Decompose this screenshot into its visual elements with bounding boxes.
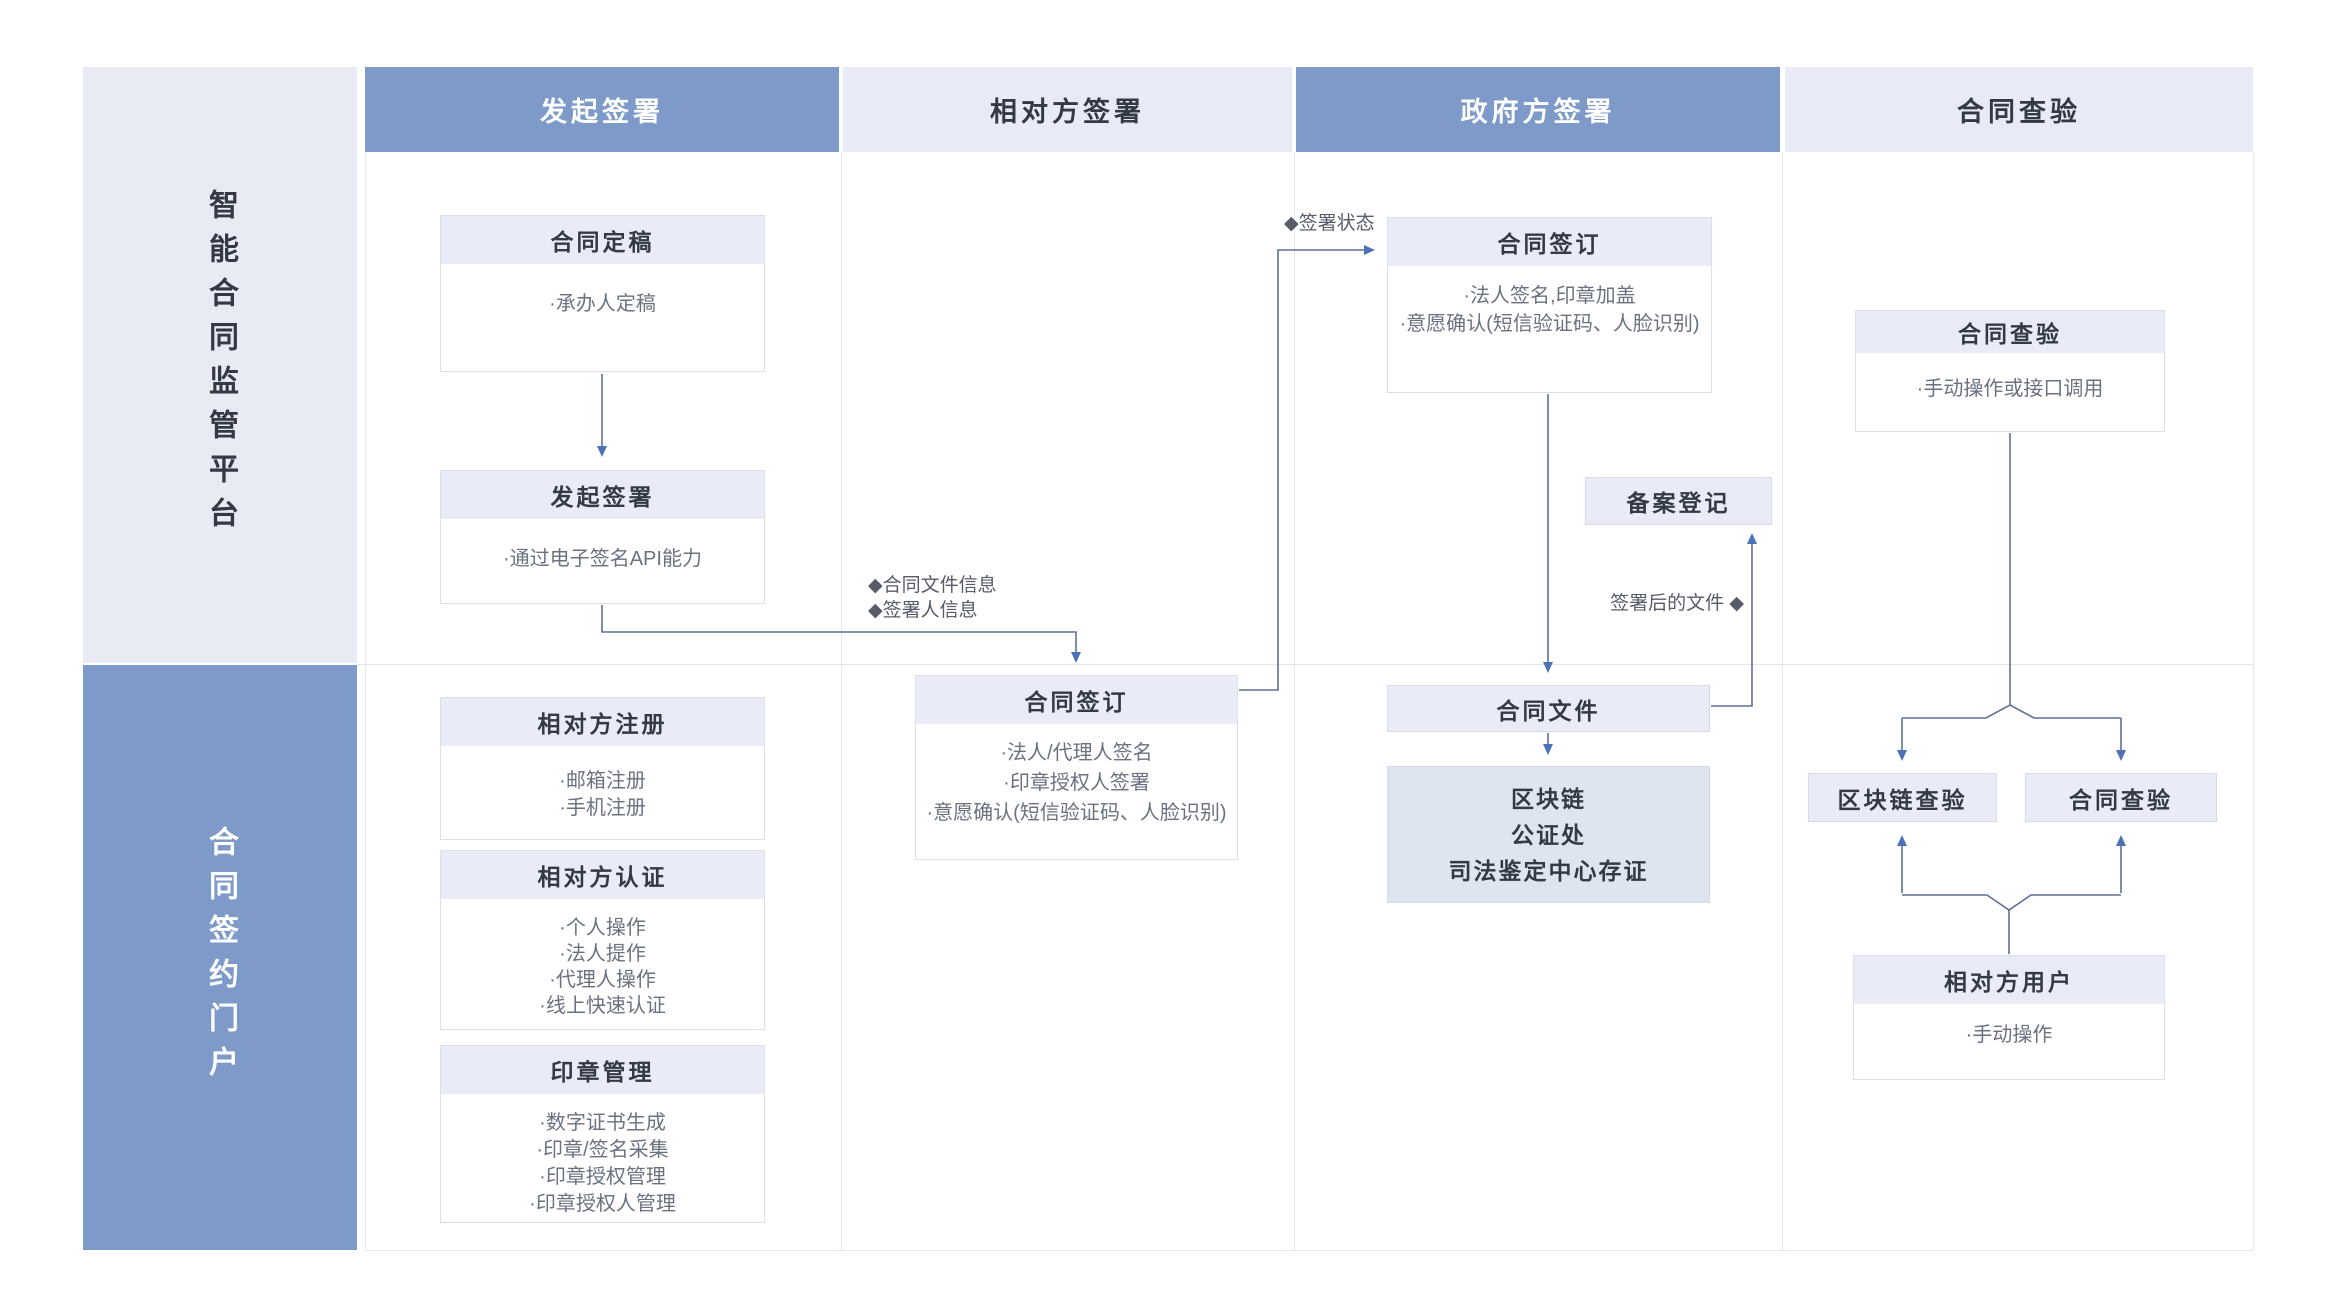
node-line: ·数字证书生成 — [539, 1112, 666, 1134]
node-line: ·承办人定稿 — [549, 293, 656, 315]
node-line: ·手动操作或接口调用 — [1916, 378, 2104, 400]
edge-label-signed-file: 签署后的文件 ◆ — [1610, 593, 1744, 614]
node-line: ·手机注册 — [559, 797, 646, 819]
node-counterparty-register: 相对方注册 ·邮箱注册 ·手机注册 — [440, 697, 765, 840]
node-counterparty-register-title: 相对方注册 — [441, 698, 764, 746]
row-label-platform-text: 智能合同监管平台 — [204, 189, 237, 541]
grid-line-col3-left — [1294, 152, 1295, 1250]
node-evidence-store: 区块链 公证处 司法鉴定中心存证 — [1387, 766, 1710, 903]
row-label-portal: 合同签约门户 — [83, 665, 357, 1250]
connector-signstatus-to-gov-sign — [1239, 245, 1375, 691]
node-counterparty-sign-body: ·法人/代理人签名 ·印章授权人签署 ·意愿确认(短信验证码、人脸识别) — [916, 724, 1237, 828]
node-counterparty-auth: 相对方认证 ·个人操作 ·法人提作 ·代理人操作 ·线上快速认证 — [440, 850, 765, 1030]
node-contract-file: 合同文件 — [1387, 685, 1710, 732]
node-contract-verify-main: 合同查验 ·手动操作或接口调用 — [1855, 310, 2165, 432]
connector-verify-fork-brace — [1902, 704, 2121, 719]
node-counterparty-user-body: ·手动操作 — [1854, 1004, 2164, 1049]
node-line: ·通过电子签名API能力 — [503, 548, 702, 570]
grid-line-bottom — [365, 1250, 2253, 1251]
node-line: ·印章授权人签署 — [1003, 772, 1150, 794]
row-label-platform: 智能合同监管平台 — [83, 67, 357, 663]
node-blockchain-verify: 区块链查验 — [1808, 773, 1997, 822]
row-label-portal-text: 合同签约门户 — [204, 825, 237, 1090]
lane-header-government-sign: 政府方签署 — [1296, 67, 1780, 152]
node-counterparty-register-body: ·邮箱注册 ·手机注册 — [441, 746, 764, 822]
node-counterparty-sign-title: 合同签订 — [916, 676, 1237, 724]
node-counterparty-user-title: 相对方用户 — [1854, 956, 2164, 1004]
node-counterparty-auth-title: 相对方认证 — [441, 851, 764, 899]
node-line: ·手动操作 — [1965, 1024, 2053, 1046]
connector-initiate-to-counterparty-sign — [601, 605, 1081, 663]
node-counterparty-user: 相对方用户 ·手动操作 — [1853, 955, 2165, 1080]
node-line: ·代理人操作 — [549, 969, 656, 991]
node-line: ·意愿确认(短信验证码、人脸识别) — [1399, 313, 1700, 335]
grid-line-col1-left — [365, 152, 366, 1250]
edge-label-signer-info: ◆签署人信息 — [868, 600, 978, 621]
node-gov-contract-sign-body: ·法人签名,印章加盖 ·意愿确认(短信验证码、人脸识别) — [1388, 266, 1711, 338]
node-line: ·法人/代理人签名 — [1000, 742, 1153, 764]
node-line: ·法人提作 — [559, 943, 646, 965]
node-counterparty-auth-body: ·个人操作 ·法人提作 ·代理人操作 ·线上快速认证 — [441, 899, 764, 1019]
node-line: ·意愿确认(短信验证码、人脸识别) — [926, 802, 1227, 824]
edge-label-contract-file-info: ◆合同文件信息 — [868, 575, 997, 596]
node-contract-verify-main-title: 合同查验 — [1856, 311, 2164, 353]
node-counterparty-sign: 合同签订 ·法人/代理人签名 ·印章授权人签署 ·意愿确认(短信验证码、人脸识别… — [915, 675, 1238, 860]
node-seal-mgmt-title: 印章管理 — [441, 1046, 764, 1094]
node-line: ·个人操作 — [559, 917, 646, 939]
node-gov-contract-sign: 合同签订 ·法人签名,印章加盖 ·意愿确认(短信验证码、人脸识别) — [1387, 217, 1712, 393]
node-evidence-line: 司法鉴定中心存证 — [1448, 857, 1649, 884]
lane-header-contract-verify: 合同查验 — [1785, 67, 2253, 152]
node-gov-contract-sign-title: 合同签订 — [1388, 218, 1711, 266]
node-contract-draft-title: 合同定稿 — [441, 216, 764, 264]
node-line: ·印章授权人管理 — [529, 1193, 676, 1215]
node-line: ·印章/签名采集 — [536, 1139, 669, 1161]
grid-line-right-edge — [2253, 152, 2254, 1250]
node-line: ·线上快速认证 — [539, 995, 666, 1017]
lane-header-counterparty-sign: 相对方签署 — [843, 67, 1292, 152]
node-seal-mgmt: 印章管理 ·数字证书生成 ·印章/签名采集 ·印章授权管理 ·印章授权人管理 — [440, 1045, 765, 1223]
edge-label-sign-status: ◆签署状态 — [1284, 213, 1375, 234]
connector-user-fork-brace — [1902, 894, 2121, 911]
node-contract-verify-main-body: ·手动操作或接口调用 — [1856, 353, 2164, 403]
grid-line-col4-left — [1782, 152, 1783, 1250]
node-contract-verify-small: 合同查验 — [2025, 773, 2217, 822]
node-evidence-line: 区块链 — [1511, 785, 1586, 812]
grid-line-row-divider — [357, 664, 2253, 665]
node-line: ·邮箱注册 — [559, 770, 646, 792]
node-line: ·印章授权管理 — [539, 1166, 666, 1188]
grid-line-col2-left — [841, 152, 842, 1250]
node-contract-draft: 合同定稿 ·承办人定稿 — [440, 215, 765, 372]
node-initiate-sign: 发起签署 ·通过电子签名API能力 — [440, 470, 765, 604]
node-contract-draft-body: ·承办人定稿 — [441, 264, 764, 318]
node-evidence-line: 公证处 — [1511, 821, 1586, 848]
lane-header-initiate-sign: 发起签署 — [365, 67, 839, 152]
node-line: ·法人签名,印章加盖 — [1463, 285, 1636, 307]
node-initiate-sign-title: 发起签署 — [441, 471, 764, 519]
node-record-register: 备案登记 — [1585, 477, 1772, 525]
connector-contract-file-to-record — [1711, 533, 1757, 707]
node-initiate-sign-body: ·通过电子签名API能力 — [441, 519, 764, 573]
node-seal-mgmt-body: ·数字证书生成 ·印章/签名采集 ·印章授权管理 ·印章授权人管理 — [441, 1094, 764, 1218]
